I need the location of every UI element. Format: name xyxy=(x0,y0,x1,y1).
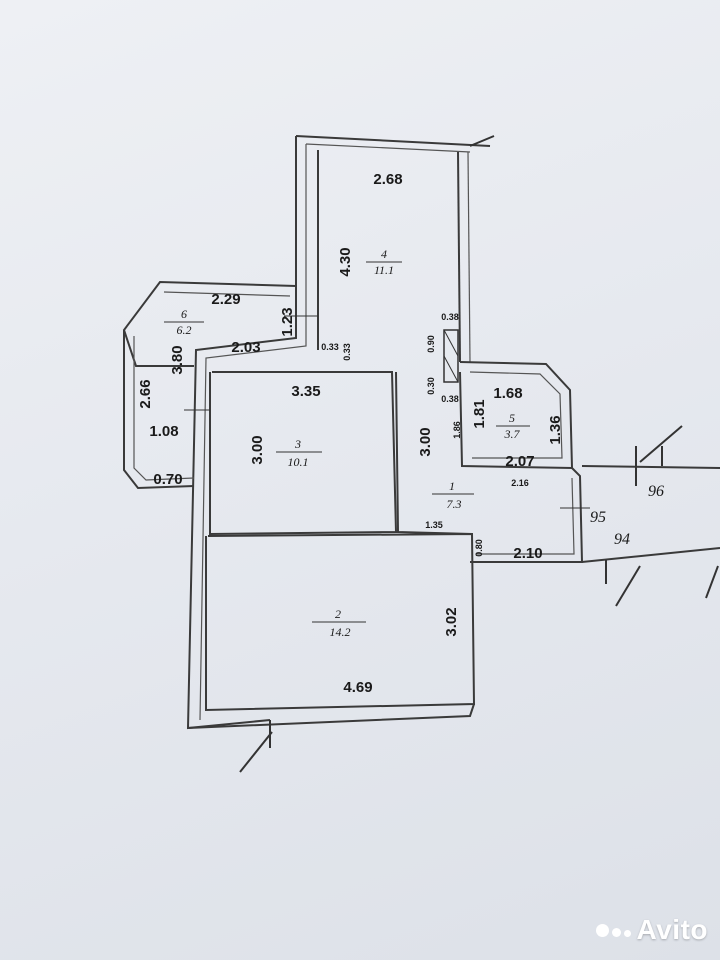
room6-area: 6.2 xyxy=(177,323,192,337)
wall-bottom-outer xyxy=(187,703,475,729)
wall-top-inner xyxy=(305,143,471,153)
wall-room6-top xyxy=(122,280,297,367)
dim-room4-height: 4.30 xyxy=(337,247,354,276)
dim-room6-top: 2.29 xyxy=(211,291,240,308)
wall-room4-right-inner xyxy=(467,151,471,363)
dim-vent-top: 0.38 xyxy=(441,312,459,322)
wall-room6-top-inner xyxy=(163,291,291,297)
wall-hall-right xyxy=(470,467,584,563)
dim-hall-inner: 1.86 xyxy=(452,421,462,439)
dim-room6-bottom: 0.70 xyxy=(153,471,182,488)
room2-number: 2 xyxy=(335,607,341,621)
dim-hall-step: 1.35 xyxy=(425,520,443,530)
bottom-tick xyxy=(239,731,273,773)
room5-number: 5 xyxy=(509,411,515,425)
avito-logo-icon xyxy=(595,923,631,937)
room1-area: 7.3 xyxy=(447,497,462,511)
dim-small-b: 0.33 xyxy=(342,343,352,361)
dim-bath-bottom: 2.07 xyxy=(505,453,534,470)
wall-top-outer xyxy=(295,135,491,147)
dim-small-a: 0.33 xyxy=(321,342,339,352)
corridor-tick-3 xyxy=(705,565,719,599)
dim-hall-wall: 0.80 xyxy=(474,539,484,557)
wall-room6-left xyxy=(123,330,195,490)
room6-number: 6 xyxy=(181,307,187,321)
dim-bath-left: 1.81 xyxy=(471,399,488,428)
dim-bath-under: 2.16 xyxy=(511,478,529,488)
dim-room2-height: 3.02 xyxy=(443,607,460,636)
dim-bath-top: 1.68 xyxy=(493,385,522,402)
wall-hall-right-inner xyxy=(476,477,575,555)
neighbor-94: 94 xyxy=(614,531,630,548)
dim-vent-bottom: 0.38 xyxy=(441,394,459,404)
wall-hall xyxy=(395,371,473,535)
dim-room6-left-low: 1.08 xyxy=(149,423,178,440)
wall-left-inner xyxy=(199,144,307,721)
room3-area: 10.1 xyxy=(288,455,309,469)
vent-shaft xyxy=(443,329,459,383)
balcony-tick xyxy=(469,135,495,147)
avito-watermark: Avito xyxy=(595,914,708,946)
dim-room3-width: 3.35 xyxy=(291,383,320,400)
neighbor-95: 95 xyxy=(590,509,606,526)
corridor-tick-2 xyxy=(615,565,641,607)
dim-room6-left-outer: 2.66 xyxy=(137,379,154,408)
wall-room5 xyxy=(459,361,574,470)
wall-room4-right xyxy=(457,151,461,363)
dim-room6-left-inner: 3.80 xyxy=(169,345,186,374)
dim-vent-h: 0.90 xyxy=(426,335,436,353)
vent-hatch-1 xyxy=(443,329,459,357)
dim-hall-bottom: 2.10 xyxy=(513,545,542,562)
dim-room3-height: 3.00 xyxy=(249,435,266,464)
vent-hatch-2 xyxy=(443,355,459,383)
room4-area: 11.1 xyxy=(374,263,394,277)
wall-room5-inner xyxy=(469,371,563,459)
room3-number: 3 xyxy=(294,437,301,451)
dim-vent-low: 0.30 xyxy=(426,377,436,395)
dim-room2-width: 4.69 xyxy=(343,679,372,696)
corridor-top xyxy=(581,465,720,469)
dimension-labels: 2.68 4.30 2.29 2.03 1.23 2.66 3.80 1.08 … xyxy=(137,171,564,696)
wall-left-outer xyxy=(186,136,297,730)
dim-bath-right: 1.36 xyxy=(547,415,564,444)
neighbor-labels: 96 95 94 xyxy=(590,483,664,548)
room5-area: 3.7 xyxy=(504,427,521,441)
room1-number: 1 xyxy=(449,479,455,493)
wall-room3 xyxy=(209,371,398,536)
room-labels: 4 11.1 6 6.2 3 10.1 1 7.3 5 3.7 2 14.2 xyxy=(177,247,521,639)
watermark-text: Avito xyxy=(636,914,708,945)
corridor-tick-1 xyxy=(639,425,683,463)
room4-number: 4 xyxy=(381,247,387,261)
dim-room6-inner: 2.03 xyxy=(231,339,260,356)
neighbor-96: 96 xyxy=(648,483,664,500)
room2-area: 14.2 xyxy=(330,625,351,639)
wall-room6-left-inner xyxy=(133,336,195,481)
dim-top-width: 2.68 xyxy=(373,171,402,188)
dim-hall-height: 3.00 xyxy=(417,427,434,456)
outer-walls xyxy=(122,135,720,773)
dim-room6-wall: 1.23 xyxy=(279,307,296,336)
corridor-bottom xyxy=(581,547,720,563)
